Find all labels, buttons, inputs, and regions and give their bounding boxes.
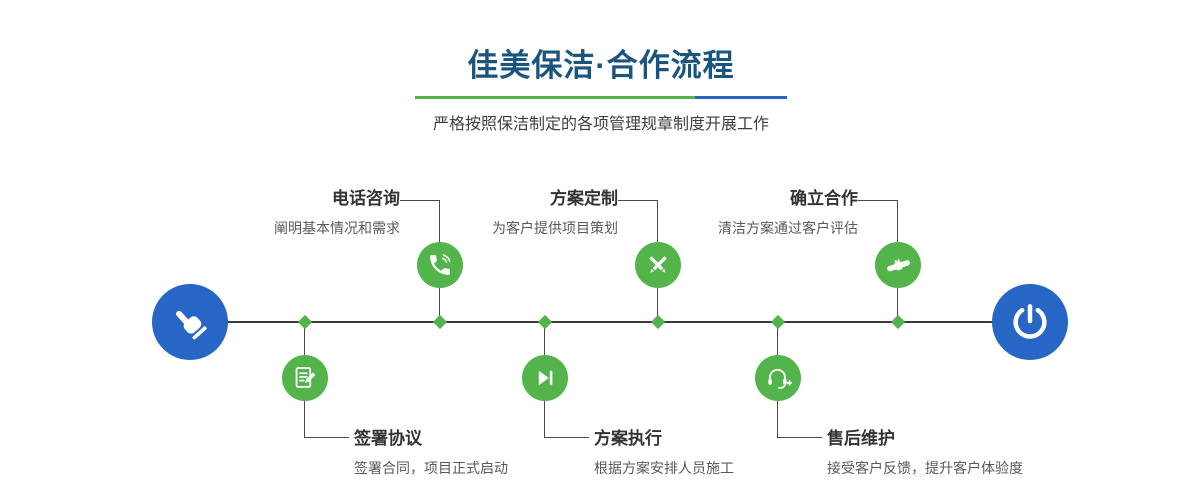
connector: [618, 200, 658, 201]
step-label: 方案执行: [594, 429, 662, 448]
page-subtitle: 严格按照保洁制定的各项管理规章制度开展工作: [432, 116, 769, 133]
timeline-end-node: [992, 284, 1068, 360]
timeline-diamond: [650, 314, 666, 330]
phone-icon: [430, 254, 451, 275]
step-description: 阐明基本情况和需求: [274, 220, 400, 236]
timeline-diamond: [890, 314, 906, 330]
connector: [545, 437, 589, 438]
title-divider: [415, 96, 787, 99]
step-label: 售后维护: [827, 429, 895, 448]
connector: [778, 437, 822, 438]
pencil-tools-icon: [649, 256, 667, 273]
divider-blue-segment: [695, 96, 787, 99]
step-description: 清洁方案通过客户评估: [718, 220, 858, 236]
step-icon-circle: [635, 242, 681, 288]
handshake-icon: [886, 258, 910, 271]
step-description: 签署合同，项目正式启动: [354, 460, 508, 476]
document-sign-icon: [295, 367, 316, 388]
step-label: 方案定制: [550, 189, 618, 208]
timeline-diamond: [537, 314, 553, 330]
timeline-diamond: [432, 314, 448, 330]
step-description: 接受客户反馈，提升客户体验度: [827, 460, 1023, 476]
headset-icon: [767, 368, 792, 389]
power-icon: [1013, 304, 1047, 339]
step-icon-circle: [875, 242, 921, 288]
step-label: 签署协议: [354, 429, 422, 448]
timeline-line: [190, 321, 1030, 323]
step-description: 为客户提供项目策划: [492, 220, 618, 236]
step-label: 电话咨询: [332, 189, 400, 208]
hand-pointer-icon: [176, 310, 207, 340]
step-label: 确立合作: [790, 189, 858, 208]
timeline-diamond: [297, 314, 313, 330]
connector: [858, 200, 898, 201]
play-icon: [538, 370, 553, 386]
step-icon-circle: [755, 355, 801, 401]
step-icon-circle: [417, 242, 463, 288]
page-title: 佳美保洁·合作流程: [467, 48, 735, 83]
timeline-start-node: [152, 284, 228, 360]
connector: [305, 437, 349, 438]
timeline-diamond: [770, 314, 786, 330]
step-icon-circle: [522, 355, 568, 401]
connector: [400, 200, 440, 201]
step-icon-circle: [282, 355, 328, 401]
step-description: 根据方案安排人员施工: [594, 460, 734, 476]
divider-green-segment: [415, 96, 695, 99]
